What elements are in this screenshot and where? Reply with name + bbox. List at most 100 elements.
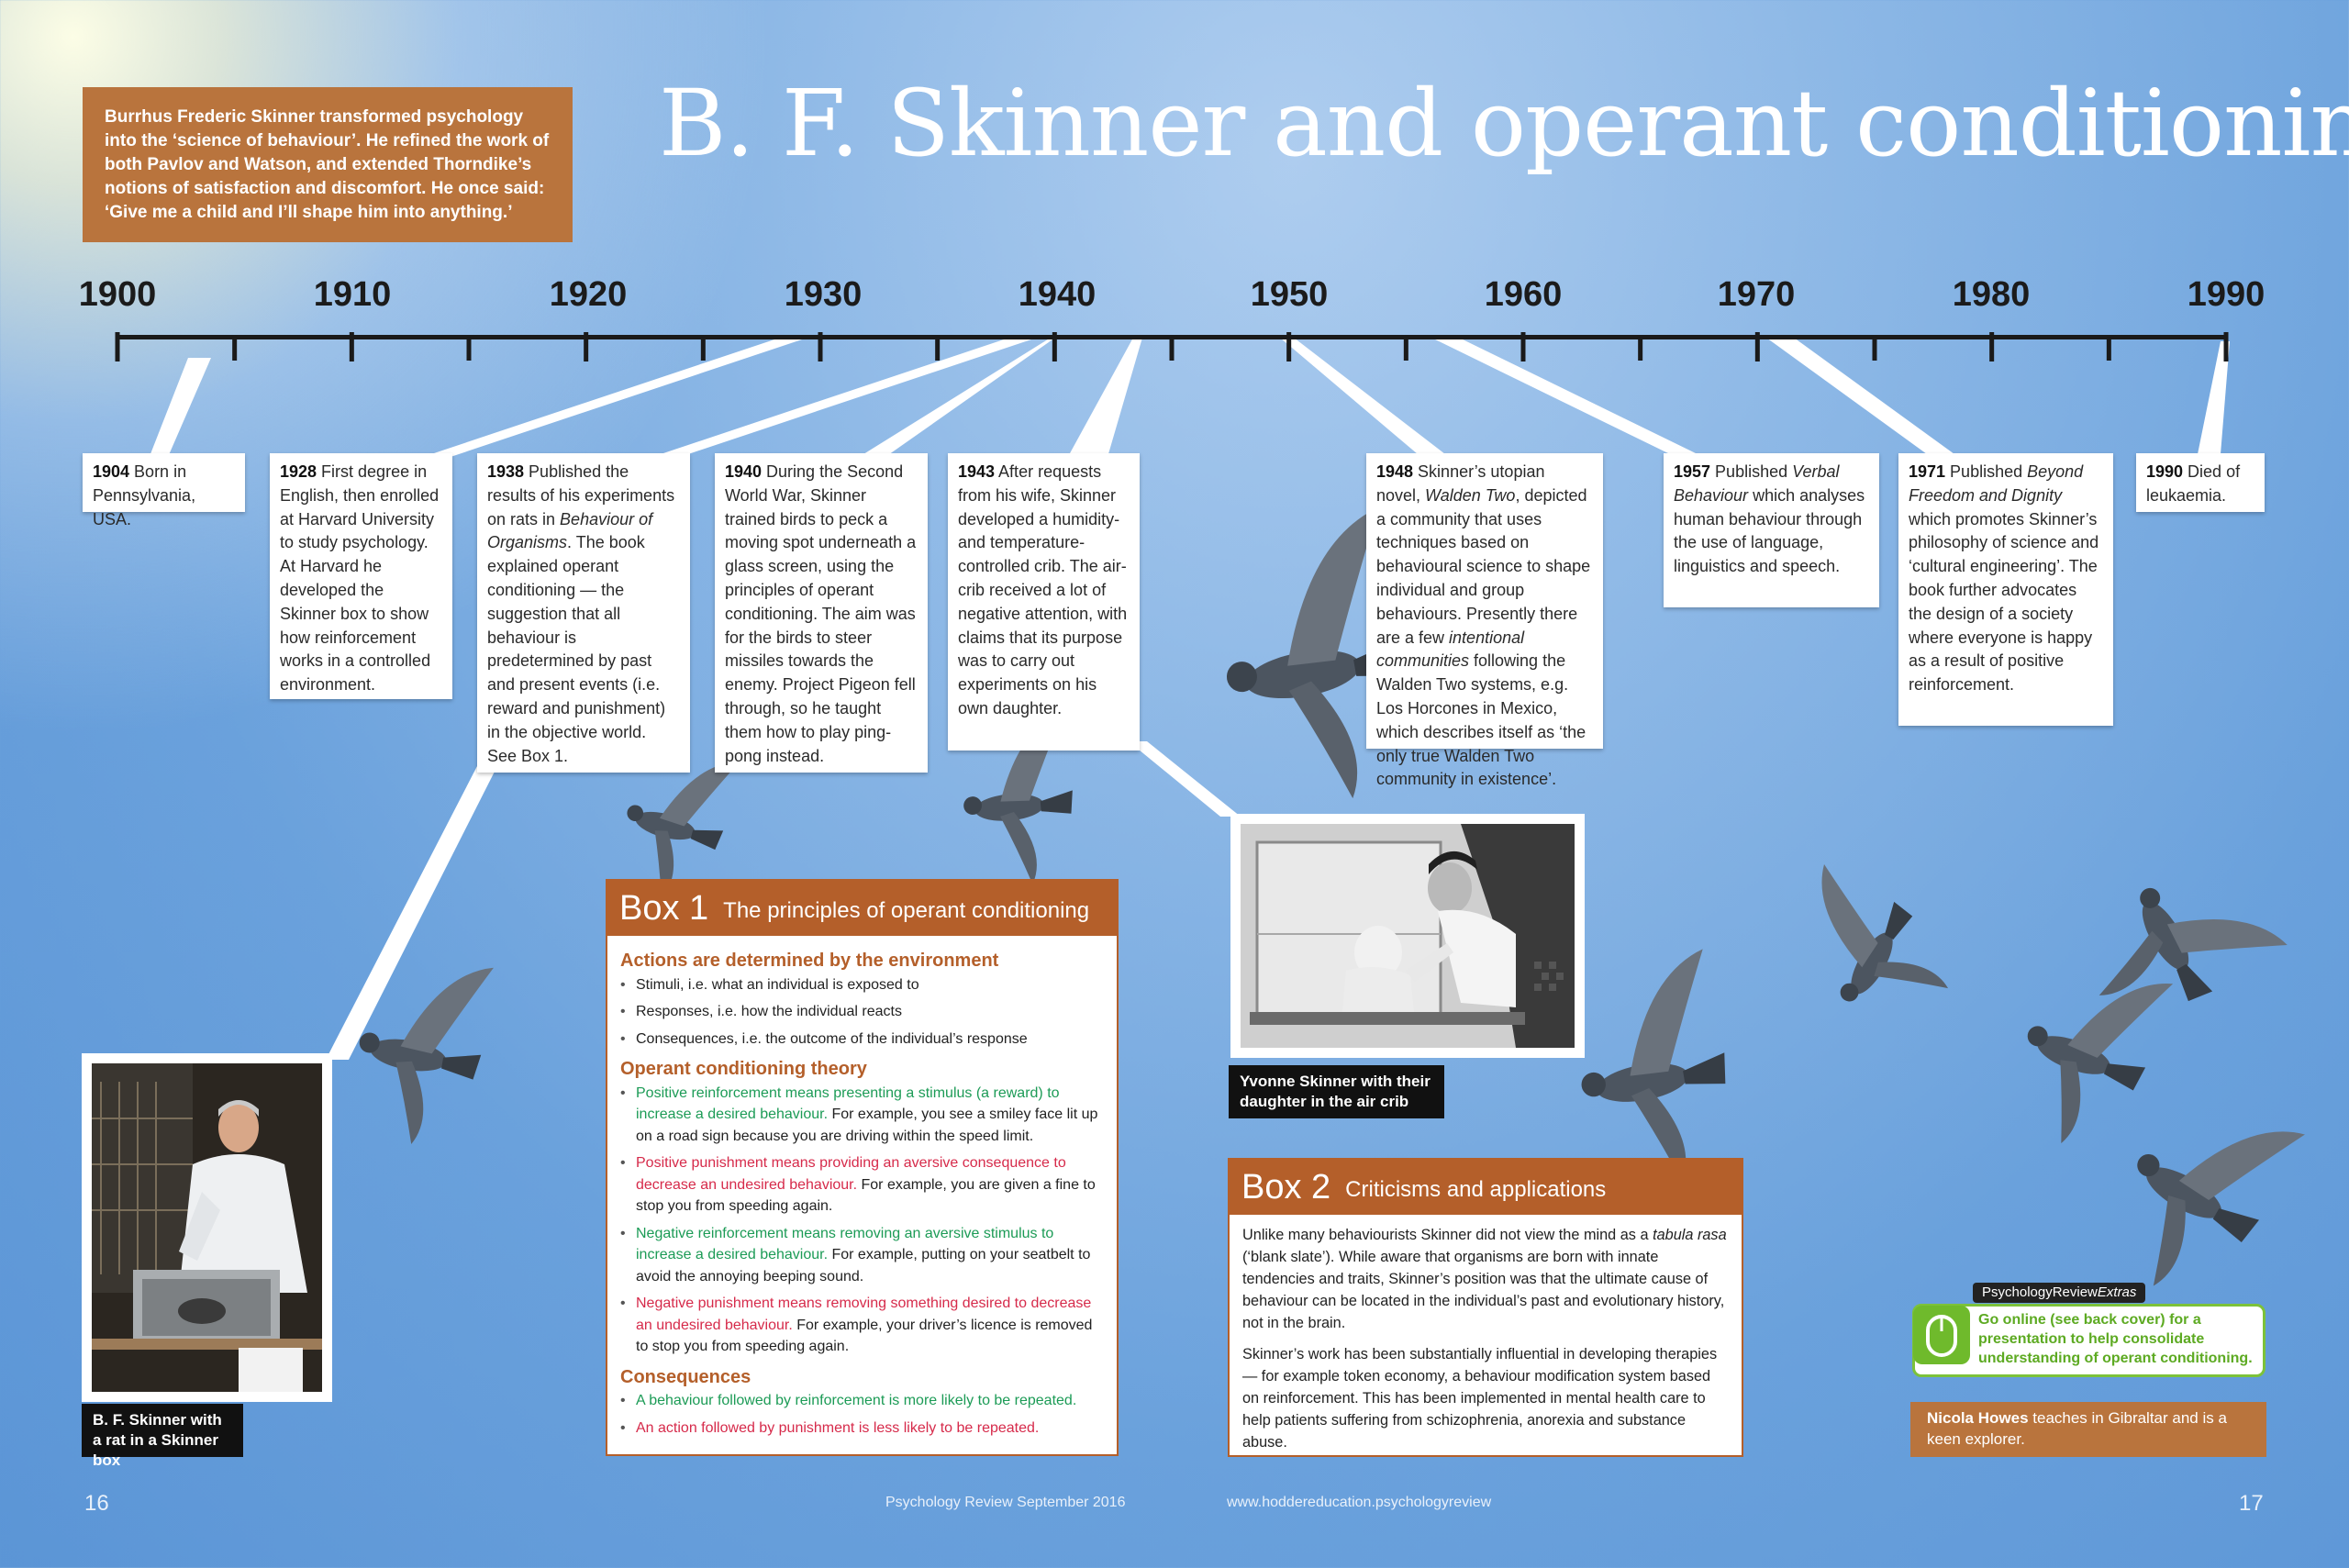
event-text: Skinner’s utopian novel, <box>1376 462 1545 505</box>
box-1-body: Actions are determined by the environmen… <box>607 936 1117 1439</box>
book-title: Walden Two <box>1425 485 1516 505</box>
decade-1920: 1920 <box>549 275 628 314</box>
decade-1990: 1990 <box>2187 275 2266 314</box>
event-text: Published the results of his experiments… <box>487 462 675 528</box>
list-item: Responses, i.e. how the individual react… <box>620 1001 1104 1023</box>
event-text: which analyses human behaviour through t… <box>1674 485 1865 576</box>
decade-1930: 1930 <box>784 275 863 314</box>
event-text: Born in Pennsylvania, USA. <box>93 462 196 528</box>
event-1948: 1948 Skinner’s utopian novel, Walden Two… <box>1366 453 1603 788</box>
skinner-photo-frame <box>82 1053 332 1402</box>
decade-1910: 1910 <box>313 275 392 314</box>
event-year: 1971 <box>1909 462 1946 481</box>
book-title: Beyond Freedom and Dignity <box>1909 462 2084 505</box>
page-number-left: 16 <box>84 1491 109 1516</box>
axis-tick <box>584 332 589 361</box>
axis-tick <box>1403 335 1408 361</box>
example-text: For example, your driver’s licence is re… <box>636 1317 1093 1355</box>
box-2-title: Criticisms and applications <box>1345 1177 1607 1202</box>
event-year: 1990 <box>2146 462 2184 481</box>
axis-tick <box>1989 332 1995 361</box>
footer-url[interactable]: www.hoddereducation.psychologyreview <box>1227 1495 1492 1510</box>
axis-tick <box>818 332 823 361</box>
event-year: 1928 <box>280 462 317 481</box>
event-text: , depicted a community that uses techniq… <box>1376 485 1591 647</box>
list-item: Consequences, i.e. the outcome of the in… <box>620 1029 1104 1051</box>
axis-tick <box>1638 335 1643 361</box>
intro-box: Burrhus Frederic Skinner transformed psy… <box>83 87 573 242</box>
connector-skinner-photo <box>326 766 497 1060</box>
list-item: Negative punishment means removing somet… <box>620 1293 1104 1358</box>
pigeon-icon <box>359 967 494 1145</box>
axis-tick <box>1169 335 1174 361</box>
axis-tick <box>466 335 472 361</box>
axis-tick <box>232 335 238 361</box>
aircrib-photo-frame <box>1230 814 1585 1058</box>
list-item: Negative reinforcement means removing an… <box>620 1223 1104 1288</box>
axis-tick <box>349 332 354 361</box>
decade-1960: 1960 <box>1484 275 1563 314</box>
event-year: 1904 <box>93 462 130 481</box>
pigeon-icon <box>1821 864 1949 1002</box>
example-text: For example, putting on your seatbelt to… <box>636 1247 1091 1284</box>
event-1971: 1971 Published Beyond Freedom and Dignit… <box>1898 453 2113 726</box>
axis-tick <box>935 335 941 361</box>
definition-text: Negative punishment means removing somet… <box>636 1296 1092 1333</box>
example-text: For example, you see a smiley face lit u… <box>636 1106 1098 1144</box>
extras-link-text[interactable]: Go online (see back cover) for a present… <box>1978 1312 2253 1366</box>
paragraph-text: Unlike many behaviourists Skinner did no… <box>1242 1227 1653 1243</box>
connector-1948 <box>1280 338 1445 454</box>
box-2-paragraph: Skinner’s work has been substantially in… <box>1242 1346 1718 1451</box>
definition-text: Positive reinforcement means presenting … <box>636 1084 1060 1123</box>
decade-1950: 1950 <box>1250 275 1329 314</box>
event-year: 1943 <box>958 462 996 481</box>
event-1940: 1940 During the Second World War, Skinne… <box>715 453 928 773</box>
pigeon-icon <box>2137 1131 2305 1286</box>
event-1943: 1943 After requests from his wife, Skinn… <box>948 453 1140 751</box>
extras-box[interactable] <box>1912 1304 2266 1377</box>
axis-tick <box>115 332 120 361</box>
event-1928: 1928 First degree in English, then enrol… <box>270 453 452 699</box>
event-text: After requests from his wife, Skinner de… <box>958 462 1128 717</box>
event-1957: 1957 Published Verbal Behaviour which an… <box>1664 453 1879 607</box>
paragraph-text: (‘blank slate’). While aware that organi… <box>1242 1249 1725 1331</box>
connector-1943 <box>1064 338 1142 463</box>
definition-text: Positive punishment means providing an a… <box>636 1155 1066 1193</box>
event-1904: 1904 Born in Pennsylvania, USA. <box>83 453 245 528</box>
event-text: Published <box>1945 462 2028 481</box>
skinner-photo-caption: B. F. Skinner with a rat in a Skinner bo… <box>82 1404 243 1469</box>
box-1-title: The principles of operant conditioning <box>723 898 1090 923</box>
event-text: . The book explained operant conditionin… <box>487 533 666 765</box>
decade-1940: 1940 <box>1018 275 1097 314</box>
event-text: Died of leukaemia. <box>2146 462 2241 505</box>
footer-magazine: Psychology Review September 2016 <box>885 1495 1126 1510</box>
pigeon-icon <box>2099 887 2288 1002</box>
intro-text: Burrhus Frederic Skinner transformed psy… <box>105 107 550 222</box>
box-1-heading-theory: Operant conditioning theory <box>620 1059 867 1079</box>
connector-1957 <box>1431 338 1698 454</box>
page-title: B. F. Skinner and operant conditioning <box>659 70 2349 177</box>
box-2-label: Box 2 <box>1241 1167 1331 1207</box>
latin-term: tabula rasa <box>1653 1227 1727 1243</box>
box-2-paragraph: Unlike many behaviourists Skinner did no… <box>1242 1224 1729 1334</box>
event-text: which promotes Skinner’s philosophy of s… <box>1909 509 2099 695</box>
event-year: 1948 <box>1376 462 1414 481</box>
axis-tick <box>1872 335 1877 361</box>
decade-1900: 1900 <box>78 275 157 314</box>
box-1-heading-environment: Actions are determined by the environmen… <box>620 951 999 971</box>
aircrib-photo-caption: Yvonne Skinner with their daughter in th… <box>1229 1065 1444 1118</box>
definition-text: Negative reinforcement means removing an… <box>636 1225 1054 1263</box>
event-year: 1938 <box>487 462 525 481</box>
box-1-label: Box 1 <box>619 888 709 928</box>
decade-1980: 1980 <box>1952 275 2031 314</box>
axis-tick <box>1520 332 1526 361</box>
page-number-right: 17 <box>2239 1491 2264 1516</box>
mouse-icon <box>1913 1306 1970 1364</box>
connector-1940 <box>849 338 1055 463</box>
axis-tick <box>2106 335 2111 361</box>
box-1-header: Box 1 The principles of operant conditio… <box>607 881 1117 936</box>
extras-tag-italic: Extras <box>2097 1284 2137 1300</box>
book-title: Behaviour of Organisms <box>487 509 653 552</box>
box-2-header: Box 2 Criticisms and applications <box>1230 1160 1742 1215</box>
